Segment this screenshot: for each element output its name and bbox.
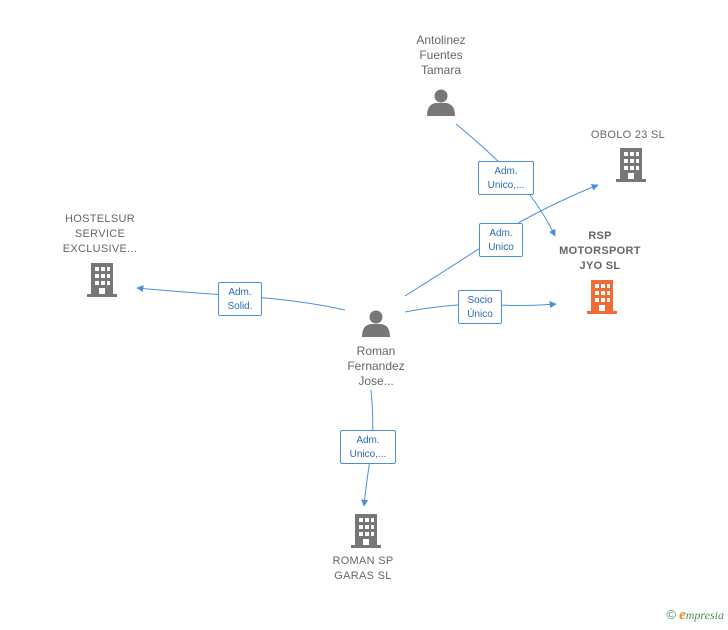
- edge-label-line1: Adm.: [356, 435, 380, 446]
- edge-roman-obolo[interactable]: [404, 184, 599, 297]
- edge-label-line2: Unico,...: [349, 449, 387, 460]
- brand-name: mpresia: [685, 608, 724, 622]
- building-icon[interactable]: [616, 148, 646, 182]
- empresia-logo: © empresia: [667, 607, 725, 624]
- edge-label-line2: Unico,...: [487, 180, 525, 191]
- edge-label-line2: Unico: [488, 242, 514, 253]
- node-label-rsp[interactable]: RSP MOTORSPORT JYO SL: [559, 230, 641, 272]
- node-label-hostelsur[interactable]: HOSTELSUR SERVICE EXCLUSIVE...: [62, 213, 138, 255]
- edge-label-roman-obolo[interactable]: Adm. Unico: [479, 223, 523, 257]
- node-label-antolinez[interactable]: Antolinez Fuentes Tamara: [416, 33, 466, 77]
- person-icon[interactable]: [362, 310, 390, 338]
- node-label-obolo[interactable]: OBOLO 23 SL: [590, 129, 666, 141]
- edge-label-line1: Adm.: [494, 166, 518, 177]
- edge-label-line1: Adm.: [228, 287, 252, 298]
- edge-label-line1: Socio: [467, 295, 493, 306]
- edge-label-roman-rsp[interactable]: Socio Único: [458, 290, 502, 324]
- building-icon[interactable]: [351, 514, 381, 548]
- edge-label-antolinez-rsp[interactable]: Adm. Unico,...: [478, 161, 534, 195]
- building-icon[interactable]: [87, 263, 117, 297]
- node-label-roman-person[interactable]: Roman Fernandez Jose...: [347, 344, 405, 388]
- edge-label-line2: Solid.: [227, 301, 253, 312]
- node-label-roman-sp[interactable]: ROMAN SP GARAS SL: [332, 555, 394, 582]
- edge-label-line1: Adm.: [489, 228, 513, 239]
- building-icon[interactable]: [587, 280, 617, 314]
- edge-label-roman-hostelsur[interactable]: Adm. Solid.: [218, 282, 262, 316]
- copyright-symbol: ©: [666, 607, 677, 622]
- brand-initial: e: [679, 607, 686, 623]
- edge-label-roman-romansp[interactable]: Adm. Unico,...: [340, 430, 396, 464]
- edge-label-line2: Único: [467, 309, 493, 320]
- person-icon[interactable]: [427, 89, 455, 117]
